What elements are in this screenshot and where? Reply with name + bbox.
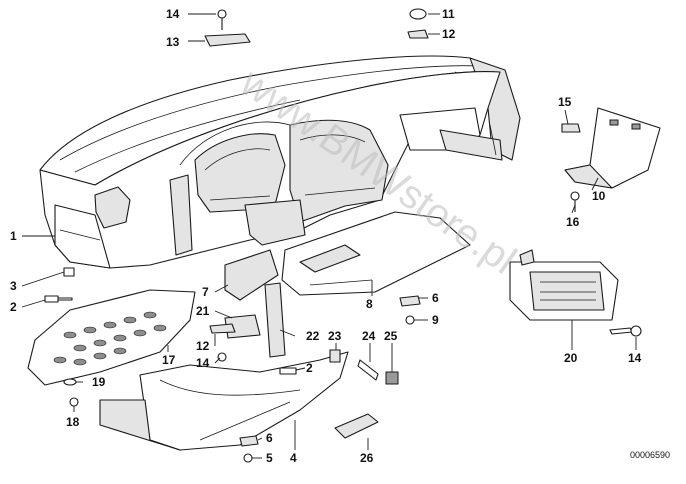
- dashboard-panel: [39, 55, 521, 269]
- callout-1: 1: [10, 229, 17, 243]
- callout-9: 9: [432, 313, 439, 327]
- callout-14: 14: [628, 351, 642, 365]
- callout-8: 8: [366, 297, 373, 311]
- diagram-reference-code: 00006590: [630, 450, 670, 460]
- callout-14: 14: [196, 356, 210, 370]
- callout-2: 2: [10, 300, 17, 314]
- callout-17: 17: [162, 353, 176, 367]
- lower-perforated-panel: [27, 289, 196, 386]
- callout-19: 19: [92, 375, 106, 389]
- callout-labels: 1 2 3 4 5 6 6 7 8 9 10 11 12 12 13 14 14…: [10, 7, 642, 465]
- callout-5: 5: [266, 451, 273, 465]
- callout-14: 14: [166, 7, 180, 21]
- lower-trim-panel: [99, 351, 349, 451]
- callout-26: 26: [360, 451, 374, 465]
- small-parts: [44, 8, 642, 463]
- callout-7: 7: [202, 285, 209, 299]
- knee-bolster-trim: [281, 211, 471, 296]
- callout-21: 21: [196, 304, 210, 318]
- callout-12: 12: [442, 27, 456, 41]
- callout-6: 6: [266, 431, 273, 445]
- callout-15: 15: [558, 95, 572, 109]
- callout-25: 25: [384, 329, 398, 343]
- leader-lines: [21, 13, 637, 459]
- callout-2: 2: [306, 361, 313, 375]
- radio-bracket: [509, 249, 619, 321]
- callout-6: 6: [432, 291, 439, 305]
- callout-23: 23: [328, 329, 342, 343]
- callout-24: 24: [362, 329, 376, 343]
- callout-13: 13: [166, 35, 180, 49]
- callout-3: 3: [10, 279, 17, 293]
- callout-4: 4: [290, 451, 297, 465]
- callout-20: 20: [564, 351, 578, 365]
- right-end-trim: [564, 107, 661, 189]
- callout-12: 12: [196, 339, 210, 353]
- callout-10: 10: [592, 189, 606, 203]
- callout-22: 22: [306, 329, 320, 343]
- callout-11: 11: [442, 7, 455, 21]
- callout-18: 18: [66, 415, 80, 429]
- callout-16: 16: [566, 215, 580, 229]
